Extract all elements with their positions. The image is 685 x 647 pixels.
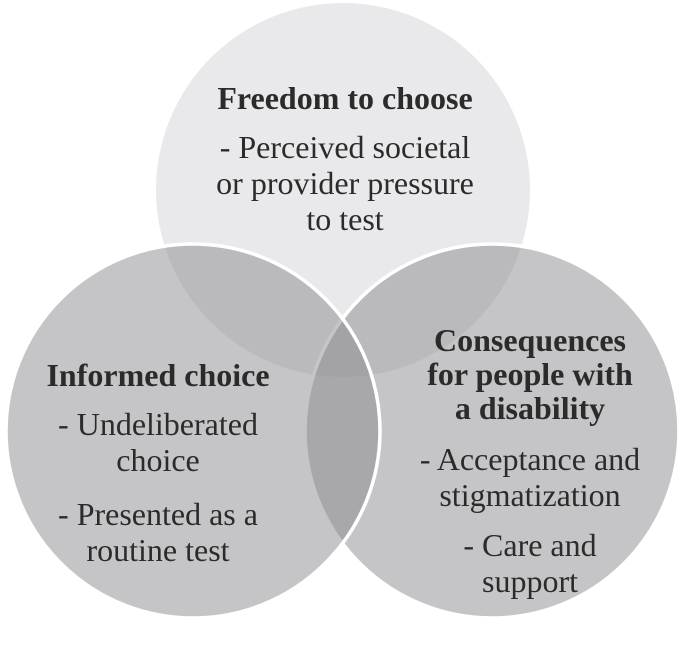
bullet-line: - Care and: [463, 527, 597, 563]
bullet-line: routine test: [86, 532, 230, 568]
bullet-line: stigmatization: [439, 477, 621, 513]
circle-title: Consequences for people with a disabilit…: [375, 323, 685, 425]
title-line: Consequences: [433, 322, 626, 358]
bullet-line: - Undeliberated: [58, 406, 258, 442]
bullet-line: choice: [116, 442, 200, 478]
bullet-item: - Care and support: [375, 527, 685, 599]
circle-title: Informed choice: [3, 356, 313, 394]
circle-body: - Perceived societal or provider pressur…: [190, 129, 500, 237]
bullet-line: - Acceptance and: [419, 441, 641, 477]
bullet-line: to test: [306, 201, 384, 237]
bullet-item: - Undeliberated choice: [3, 406, 313, 478]
bullet-line: - Perceived societal: [219, 129, 471, 165]
bullet-line: - Presented as a: [58, 496, 258, 532]
bullet-item: - Acceptance and stigmatization: [375, 441, 685, 513]
text-block-consequences: Consequences for people with a disabilit…: [375, 323, 685, 599]
circle-informed-choice-stroke: [4, 242, 382, 620]
circle-title: Freedom to choose: [190, 79, 500, 117]
circle-body: - Undeliberated choice - Presented as a …: [3, 406, 313, 568]
title-line: Freedom to choose: [217, 80, 473, 116]
title-line: for people with: [427, 356, 633, 392]
title-line: Informed choice: [46, 357, 270, 393]
bullet-line: or provider pressure: [216, 165, 474, 201]
bullet-item: - Presented as a routine test: [3, 496, 313, 568]
text-block-freedom-to-choose: Freedom to choose - Perceived societal o…: [190, 79, 500, 237]
text-block-informed-choice: Informed choice - Undeliberated choice -…: [3, 356, 313, 568]
circle-informed-choice: [6, 244, 380, 618]
bullet-line: support: [482, 563, 578, 599]
circle-consequences: [305, 244, 679, 618]
title-line: a disability: [454, 390, 606, 426]
bullet-item: - Perceived societal or provider pressur…: [190, 129, 500, 237]
circle-body: - Acceptance and stigmatization - Care a…: [375, 441, 685, 599]
